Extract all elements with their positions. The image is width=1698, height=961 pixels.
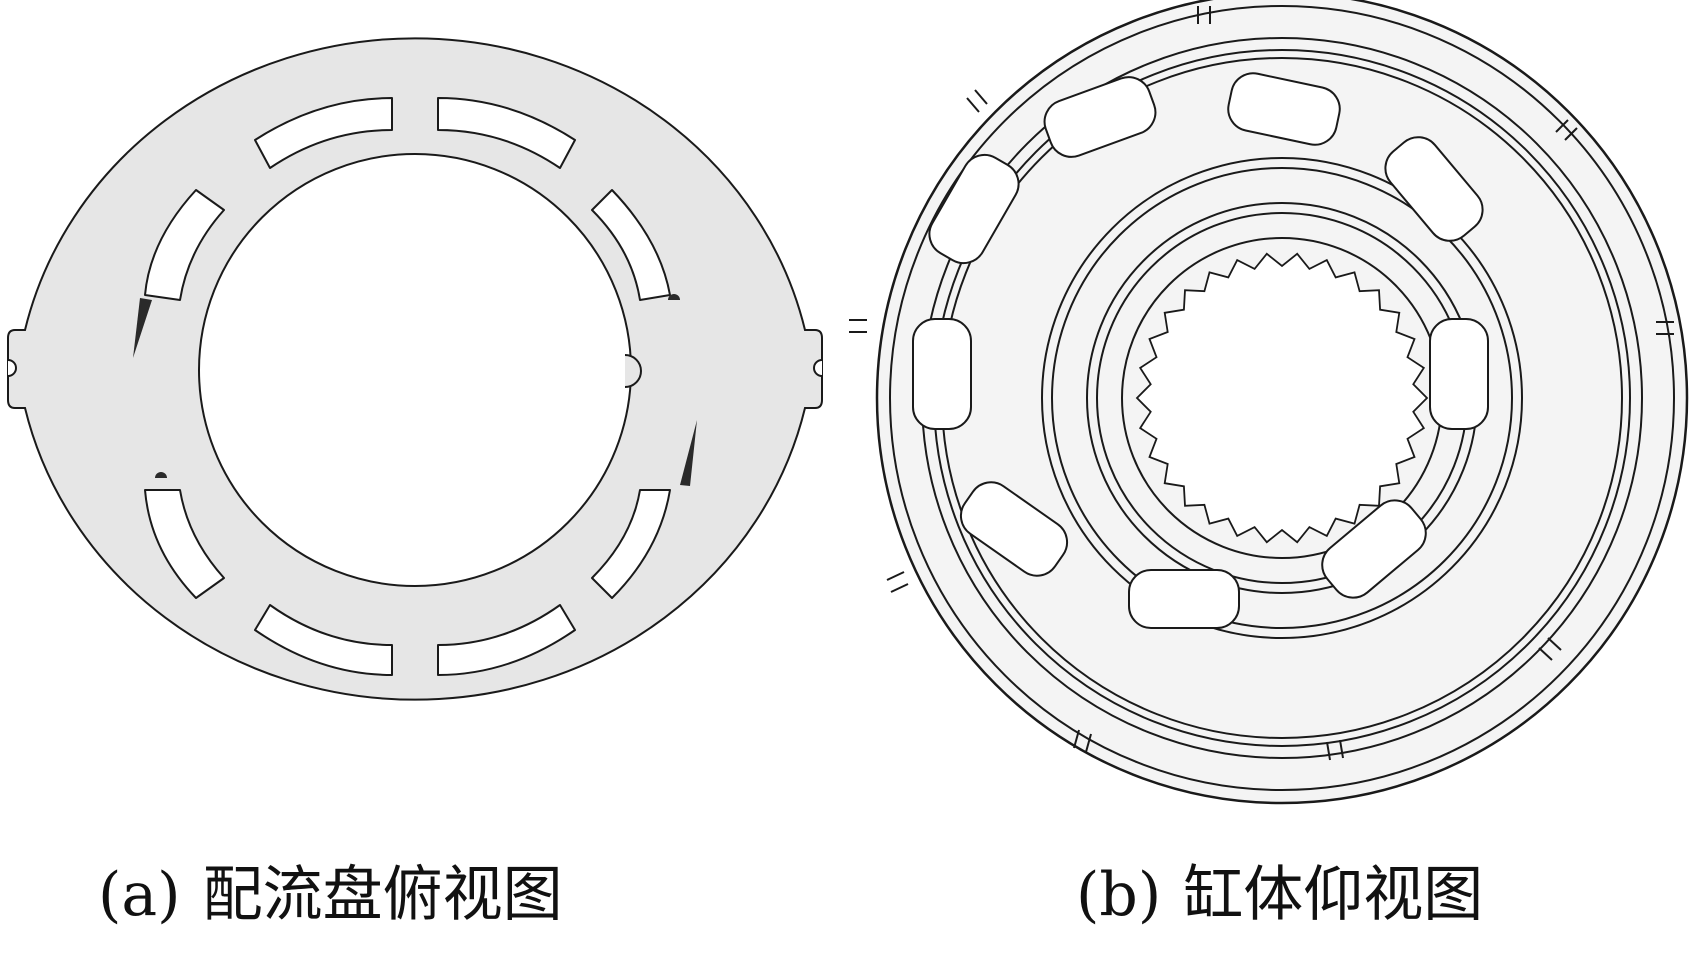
caption-panel-a: (a)配流盘俯视图: [98, 865, 563, 925]
groove-lower-right: [680, 420, 697, 486]
groove-upper-left: [133, 298, 152, 358]
bore-8: [912, 318, 972, 430]
rim-notches: [849, 6, 1674, 761]
caption-a-title: 配流盘俯视图: [202, 860, 563, 930]
kidney-slots: [144, 97, 671, 676]
slot-top-right: [437, 97, 576, 169]
bore-3: [1384, 136, 1484, 242]
slot-lower-left: [144, 489, 225, 599]
panel-cylinder-block: (b) 缸体仰视图: [849, 0, 1698, 961]
bore-4: [1429, 318, 1489, 430]
valve-plate-drawing: [7, 37, 823, 701]
slot-bottom-right: [437, 604, 576, 676]
groove-upper-right: [668, 294, 680, 300]
slot-top-left: [254, 97, 393, 169]
caption-b-title: 缸体仰视图: [1183, 860, 1484, 930]
slot-bottom-left: [254, 604, 393, 676]
cylinder-block-drawing: [849, 0, 1689, 805]
left-lug-notch: [7, 359, 17, 377]
caption-b-tag: (b): [1076, 860, 1162, 930]
bore-6: [1128, 569, 1240, 629]
central-bore: [198, 153, 632, 587]
caption-a-tag: (a): [98, 860, 181, 930]
bore-5: [1321, 499, 1427, 599]
cylinder-bores: [912, 72, 1489, 629]
slot-lower-right: [591, 489, 671, 599]
bore-9: [928, 153, 1020, 265]
caption-panel-b: (b)缸体仰视图: [1076, 865, 1483, 925]
bore-1: [1043, 76, 1157, 158]
panel-valve-plate: (a)配流盘俯视图: [7, 37, 823, 925]
slot-upper-right: [591, 189, 671, 301]
slot-upper-left: [144, 189, 225, 301]
groove-lower-left: [155, 472, 167, 478]
damping-grooves: [133, 294, 697, 486]
spline-bore: [1135, 252, 1429, 544]
bore-7: [959, 481, 1069, 577]
right-lug-notch: [813, 359, 823, 377]
bore-key-right: [624, 354, 642, 388]
bore-2: [1227, 72, 1341, 146]
